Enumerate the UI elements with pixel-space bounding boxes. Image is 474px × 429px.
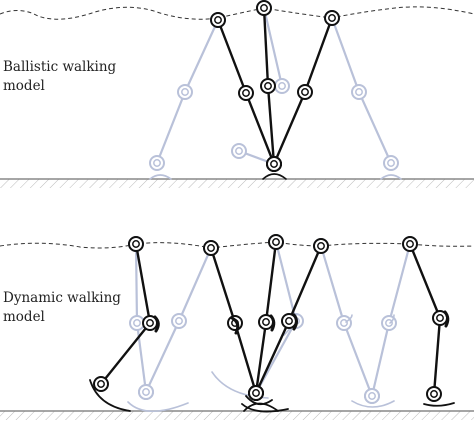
bottom-foot-arc-1 [89, 379, 131, 412]
top-leg-1-joint-0 [210, 12, 226, 28]
top-ghost-leg-4-joint-1-inner [355, 88, 363, 96]
bottom-ghost-leg-5-joint-2-inner [368, 392, 376, 400]
dynamic-walking-label: Dynamic walking model [3, 289, 121, 327]
bottom-leg-2-joint-0-inner [207, 244, 215, 252]
bottom-leg-5-joint-2 [426, 386, 442, 402]
bottom-ghost-foot-3 [351, 400, 395, 408]
top-ghost-leg-2-joint-1-inner [278, 82, 286, 90]
bottom-foot-arc-4 [245, 395, 273, 406]
top-leg-3-joint-1-inner [301, 88, 309, 96]
bottom-leg-1-joint-2-inner [97, 380, 105, 388]
bottom-foot-arc-5 [423, 402, 455, 407]
bottom-ghost-leg-1-joint-1 [129, 315, 145, 331]
bottom-ghost-leg-4-joint-1 [336, 315, 352, 331]
bottom-leg-4-joint-0 [313, 238, 329, 254]
bottom-leg-4-joint-2 [248, 385, 264, 401]
bottom-ghost-leg-2-joint-2-inner [142, 388, 150, 396]
top-contact-foot [262, 173, 287, 180]
bottom-knee-cap-1 [153, 315, 160, 333]
bottom-leg-1-joint-0-inner [132, 240, 140, 248]
top-leg-3-joint-2-inner [270, 160, 278, 168]
bottom-leg-1-joint-0 [128, 236, 144, 252]
top-ghost-leg-1-joint-2 [149, 155, 165, 171]
bottom-leg-4-joint-1-inner [285, 317, 293, 325]
top-leg-3-joint-1 [297, 84, 313, 100]
top-ghost-leg-1-joint-1 [177, 84, 193, 100]
ballistic-label-line1: Ballistic walking [3, 59, 117, 75]
bottom-ghost-foot-1 [127, 401, 189, 412]
dynamic-label-line1: Dynamic walking [3, 290, 121, 306]
top-ghost-foot-2 [380, 174, 402, 180]
bottom-leg-4-joint-0-inner [317, 242, 325, 250]
bottom-ghost-leg-4-joint-1-inner [340, 319, 348, 327]
bottom-ghost-leg-2-joint-2 [138, 384, 154, 400]
dynamic-label-line2: model [3, 309, 45, 325]
top-leg-2-joint-1 [260, 78, 276, 94]
top-leg-2-joint-1-inner [264, 82, 272, 90]
top-ghost-foot-1 [149, 174, 172, 180]
bottom-ghost-knee-arc-3 [389, 314, 395, 324]
top-ground-hatch [0, 179, 474, 188]
bottom-leg-5-joint-1-inner [436, 314, 444, 322]
bottom-leg-5-joint-0 [402, 236, 418, 252]
bottom-leg-5-joint-0-inner [406, 240, 414, 248]
top-ghost-leg-1-joint-2-inner [153, 159, 161, 167]
top-leg-1-joint-1-inner [242, 89, 250, 97]
bottom-leg-1-joint-2 [93, 376, 109, 392]
bottom-leg-2-joint-1 [227, 315, 243, 331]
top-leg-3-joint-0 [324, 10, 340, 26]
bottom-knee-cap-4 [292, 313, 298, 331]
top-leg-2-joint-0-inner [260, 4, 268, 12]
top-trajectory-dashed-line [0, 6, 474, 20]
bottom-foot-arc-2 [241, 403, 289, 413]
top-ghost-leg-4-joint-2 [383, 155, 399, 171]
top-leg-3-joint-0-inner [328, 14, 336, 22]
top-leg-1-joint-1 [238, 85, 254, 101]
bottom-ghost-knee-arc-2 [345, 314, 353, 323]
top-ghost-leg-3-joint-1-inner [235, 147, 243, 155]
top-ghost-leg-1-joint-1-inner [181, 88, 189, 96]
bottom-knee-cap-2 [230, 316, 240, 335]
bottom-ghost-leg-5-joint-1-inner [385, 319, 393, 327]
top-ghost-leg-3-joint-1 [231, 143, 247, 159]
top-ghost-leg-4-joint-2-inner [387, 159, 395, 167]
bottom-leg-1-joint-1-inner [146, 319, 154, 327]
top-ghost-leg-4-joint-1 [351, 84, 367, 100]
ballistic-label-line2: model [3, 78, 45, 94]
top-leg-1-joint-0-inner [214, 16, 222, 24]
bottom-leg-5-joint-2-inner [430, 390, 438, 398]
bottom-ghost-leg-2-joint-1-inner [175, 317, 183, 325]
bottom-leg-4-joint-2-inner [252, 389, 260, 397]
bottom-knee-cap-5 [443, 310, 450, 328]
bottom-ghost-leg-2-joint-1 [171, 313, 187, 329]
top-ghost-leg-2 [262, 6, 284, 88]
top-leg-2-joint-0 [256, 0, 272, 16]
bottom-leg-3-joint-1-inner [262, 318, 270, 326]
top-ghost-leg-2-joint-1 [274, 78, 290, 94]
bottom-leg-3-joint-0 [268, 234, 284, 250]
bottom-leg-2-joint-0 [203, 240, 219, 256]
bottom-trajectory-dashed-line [0, 241, 474, 249]
ballistic-walking-label: Ballistic walking model [3, 58, 116, 96]
bottom-leg-3-joint-0-inner [272, 238, 280, 246]
bottom-knee-cap-3 [269, 314, 276, 332]
bottom-ghost-leg-5-joint-2 [364, 388, 380, 404]
top-leg-3-joint-2 [266, 156, 282, 172]
bottom-ground-hatch [0, 411, 474, 420]
bottom-ghost-leg-1-joint-1-inner [133, 319, 141, 327]
